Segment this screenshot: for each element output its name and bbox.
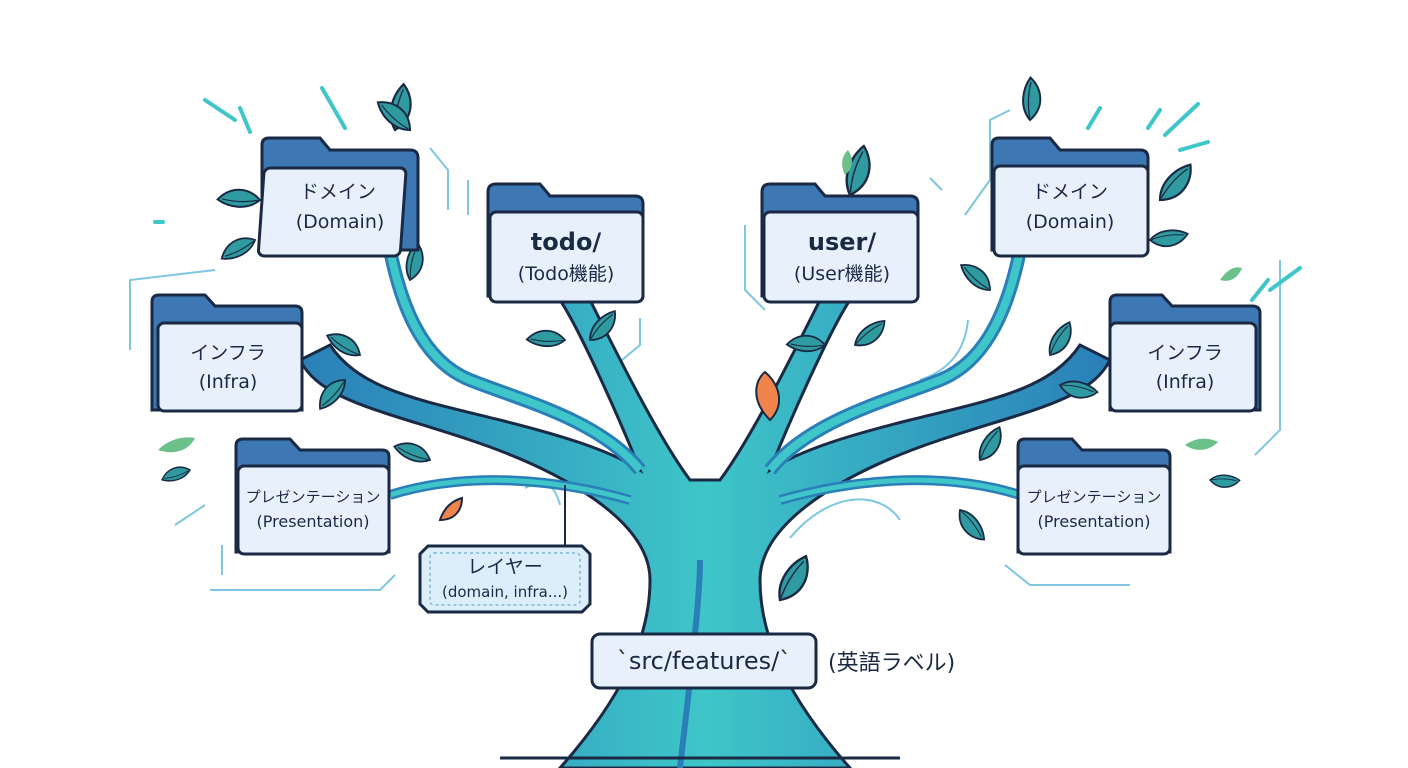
root-label[interactable]: `src/features/` [590,632,818,690]
folder-right-infra[interactable]: インフラ (Infra) [1108,293,1262,413]
folder-todo-subtitle: (Todo機能) [518,263,615,285]
folder-right-domain[interactable]: ドメイン (Domain) [990,136,1150,258]
folder-right-presentation-subtitle: (Presentation) [1038,512,1151,531]
folder-left-domain-title: ドメイン [300,181,376,203]
folder-user[interactable]: user/ (User機能) [760,182,920,304]
folder-right-presentation[interactable]: プレゼンテーション (Presentation) [1016,437,1172,556]
folder-right-infra-subtitle: (Infra) [1156,371,1215,393]
root-label-text: `src/features/` [617,647,791,675]
decorative-circuit-lines [129,109,1281,605]
folder-left-domain-subtitle: (Domain) [296,211,385,233]
sparkle-dashes [153,86,1302,302]
folder-left-presentation-title: プレゼンテーション [246,488,381,506]
folder-todo-title: todo/ [531,228,602,256]
folder-user-title: user/ [808,228,876,256]
folder-left-infra-subtitle: (Infra) [199,371,258,393]
folder-user-subtitle: (User機能) [794,263,890,285]
tree-leaves [158,76,1242,605]
folder-left-domain[interactable]: ドメイン (Domain) [256,136,420,258]
folder-right-infra-title: インフラ [1147,342,1222,364]
folder-right-domain-title: ドメイン [1032,181,1108,203]
layer-sign-subtitle: (domain, infra...) [442,583,568,601]
root-label-note: (英語ラベル) [828,651,955,676]
folder-todo[interactable]: todo/ (Todo機能) [486,182,645,304]
layer-sign: レイヤー (domain, infra...) [418,485,592,614]
folder-right-presentation-title: プレゼンテーション [1027,488,1162,506]
folder-right-domain-subtitle: (Domain) [1026,211,1115,233]
folder-left-presentation-subtitle: (Presentation) [257,512,370,531]
folder-left-infra[interactable]: インフラ (Infra) [150,293,304,413]
folder-left-presentation[interactable]: プレゼンテーション (Presentation) [234,437,391,556]
layer-sign-title: レイヤー [467,556,542,578]
folder-left-infra-title: インフラ [190,342,265,364]
